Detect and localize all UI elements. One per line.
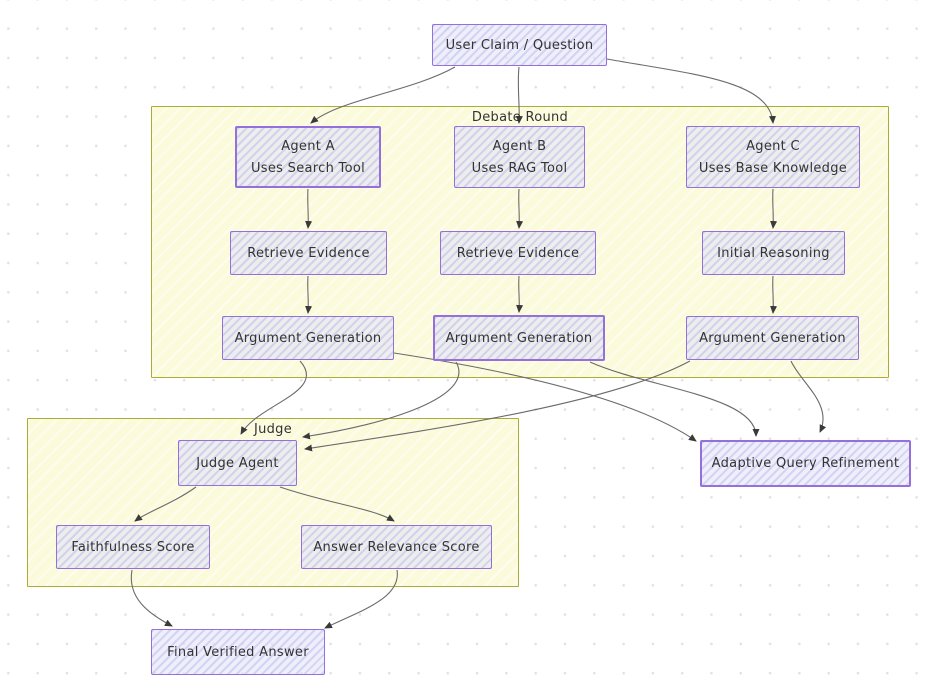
node-agent-c-sublabel: Uses Base Knowledge xyxy=(698,160,848,176)
edge-argument-generation-c-to-adaptive-query-refinement xyxy=(790,360,827,433)
node-retrieve-evidence-a-label: Retrieve Evidence xyxy=(247,245,370,261)
edge-judge-agent-to-faithfulness-score xyxy=(134,486,197,522)
node-user-claim-label: User Claim / Question xyxy=(445,37,594,53)
edge-argument-generation-a-to-judge-agent xyxy=(240,360,308,435)
node-agent-b-label: Agent B xyxy=(492,138,547,154)
node-argument-generation-c: Argument Generation xyxy=(686,316,859,360)
node-argument-generation-c-label: Argument Generation xyxy=(699,330,846,346)
edge-retrieve-evidence-a-to-argument-generation-a xyxy=(305,275,313,314)
edge-retrieve-evidence-b-to-argument-generation-b xyxy=(516,275,524,313)
node-initial-reasoning: Initial Reasoning xyxy=(702,231,845,275)
node-retrieve-evidence-b-label: Retrieve Evidence xyxy=(456,245,580,261)
node-argument-generation-b-label: Argument Generation xyxy=(445,330,593,346)
container-judge-label: Judge xyxy=(253,422,293,437)
node-agent-b: Agent B Uses RAG Tool xyxy=(454,126,585,188)
container-debate-round-label: Debate Round xyxy=(471,110,569,125)
node-agent-b-sublabel: Uses RAG Tool xyxy=(471,160,568,176)
edge-user-claim-to-agent-a xyxy=(310,66,456,124)
edge-answer-relevance-score-to-final-verified-answer xyxy=(324,569,398,629)
node-faithfulness-score: Faithfulness Score xyxy=(56,525,210,569)
node-answer-relevance-score-label: Answer Relevance Score xyxy=(313,539,480,555)
edge-user-claim-to-agent-b xyxy=(515,66,523,124)
node-argument-generation-b: Argument Generation xyxy=(433,315,605,361)
edge-argument-generation-a-to-adaptive-query-refinement xyxy=(393,352,697,442)
node-judge-agent-label: Judge Agent xyxy=(196,455,279,471)
edge-argument-generation-c-to-judge-agent xyxy=(304,360,691,452)
node-retrieve-evidence-b: Retrieve Evidence xyxy=(440,231,596,275)
node-initial-reasoning-label: Initial Reasoning xyxy=(717,245,830,261)
node-faithfulness-score-label: Faithfulness Score xyxy=(71,539,195,555)
node-agent-a-sublabel: Uses Search Tool xyxy=(250,160,366,176)
edge-argument-generation-b-to-judge-agent xyxy=(302,361,460,440)
edge-user-claim-to-agent-c xyxy=(606,58,776,124)
node-argument-generation-a-label: Argument Generation xyxy=(234,330,382,346)
node-final-verified-answer: Final Verified Answer xyxy=(151,629,325,675)
node-agent-a-label: Agent A xyxy=(281,138,335,154)
edge-argument-generation-b-to-adaptive-query-refinement xyxy=(589,361,760,437)
node-adaptive-query-refinement: Adaptive Query Refinement xyxy=(700,440,911,487)
node-final-verified-answer-label: Final Verified Answer xyxy=(167,644,309,660)
edge-agent-c-to-initial-reasoning xyxy=(770,188,778,229)
node-agent-c: Agent C Uses Base Knowledge xyxy=(686,126,860,188)
node-agent-c-label: Agent C xyxy=(746,138,800,154)
node-adaptive-query-refinement-label: Adaptive Query Refinement xyxy=(711,456,900,471)
node-retrieve-evidence-a: Retrieve Evidence xyxy=(230,231,387,275)
node-agent-a: Agent A Uses Search Tool xyxy=(235,126,381,188)
edge-agent-a-to-retrieve-evidence-a xyxy=(305,188,313,229)
edge-judge-agent-to-answer-relevance-score xyxy=(279,486,395,522)
node-judge-agent: Judge Agent xyxy=(178,440,297,486)
edge-faithfulness-score-to-final-verified-answer xyxy=(130,569,173,627)
node-user-claim: User Claim / Question xyxy=(432,24,607,66)
edge-agent-b-to-retrieve-evidence-b xyxy=(516,188,524,229)
edge-initial-reasoning-to-argument-generation-c xyxy=(770,275,778,314)
node-argument-generation-a: Argument Generation xyxy=(222,316,394,360)
node-answer-relevance-score: Answer Relevance Score xyxy=(301,525,492,569)
